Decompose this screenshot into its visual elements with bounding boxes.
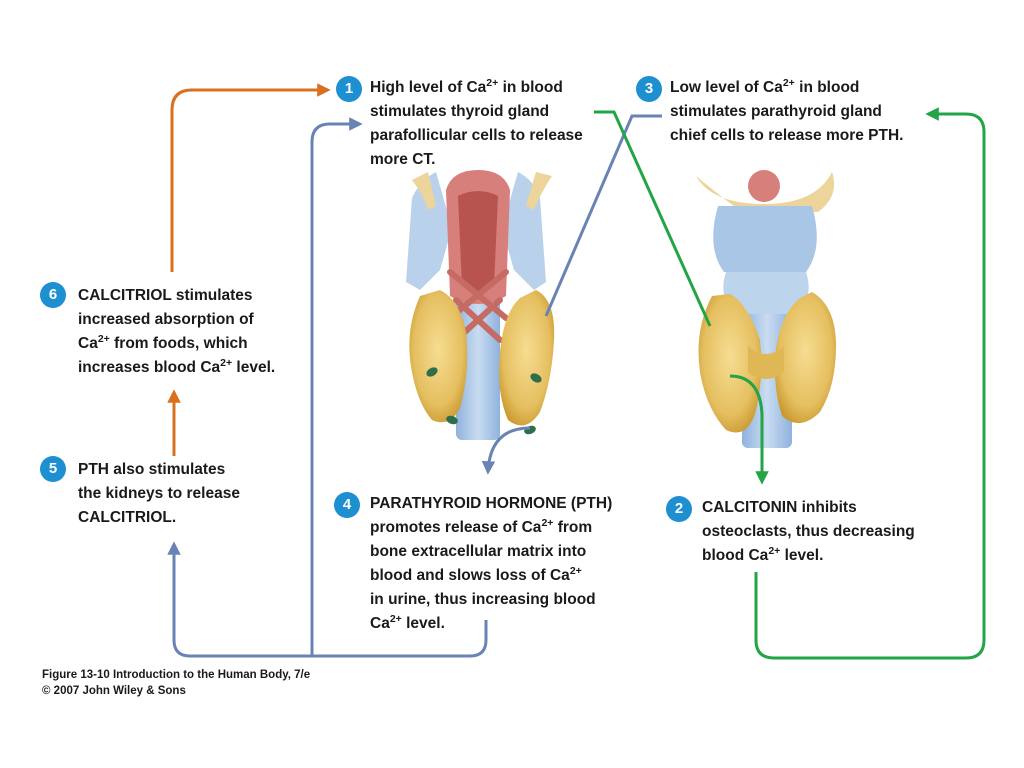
arrow-2-feedback-loop	[754, 107, 986, 660]
arrow-4-to-1	[310, 117, 363, 656]
arrow-3-to-parathyroid	[544, 114, 662, 317]
figure-caption: Figure 13-10 Introduction to the Human B…	[42, 667, 310, 699]
caption-line-2: © 2007 John Wiley & Sons	[42, 685, 186, 697]
step-2-badge: 2	[666, 496, 692, 522]
arrow-parathyroid-to-4	[481, 426, 531, 475]
step-4-text: PARATHYROID HORMONE (PTH) promotes relea…	[370, 495, 613, 632]
thyroid-gland-illustration	[696, 170, 836, 448]
caption-line-1: Figure 13-10 Introduction to the Human B…	[42, 669, 311, 681]
arrow-6-to-1	[170, 83, 331, 272]
arrow-4-feedback-loop	[167, 541, 488, 658]
step-3-text: Low level of Ca2+ in blood stimulates pa…	[670, 76, 904, 144]
parathyroid-gland-illustration	[406, 170, 555, 440]
step-4-badge: 4	[334, 492, 360, 518]
arrow-thyroid-to-2	[729, 374, 769, 485]
step-3-badge: 3	[636, 76, 662, 102]
step-5-text: PTH also stimulates the kidneys to relea…	[78, 461, 240, 526]
step-2-text: CALCITONIN inhibits osteoclasts, thus de…	[702, 499, 915, 564]
arrow-1-to-thyroid	[594, 110, 712, 327]
step-6-text: CALCITRIOL stimulates increased absorpti…	[78, 287, 276, 376]
step-6-badge: 6	[40, 282, 66, 308]
step-1-badge: 1	[336, 76, 362, 102]
step-1-text: High level of Ca2+ in blood stimulates t…	[370, 76, 583, 168]
step-5-badge: 5	[40, 456, 66, 482]
